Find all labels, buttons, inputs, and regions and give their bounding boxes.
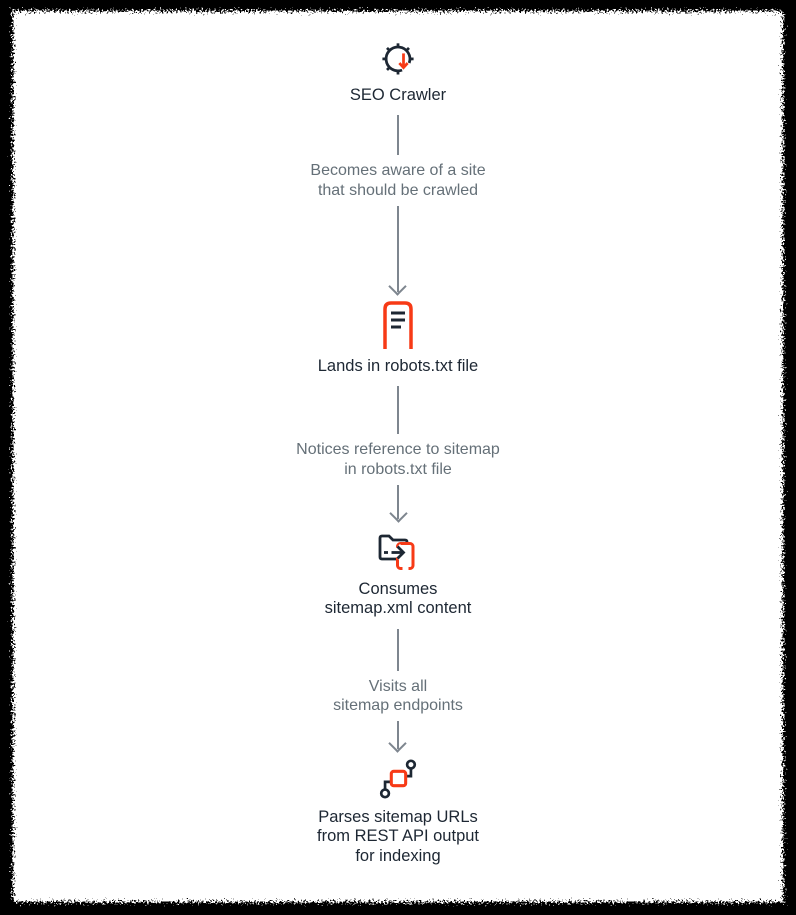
api-nodes-icon (375, 756, 421, 802)
seo-crawler-flow: SEO Crawler Becomes aware of a site that… (0, 36, 796, 866)
connector-label: Notices reference to sitemap in robots.t… (296, 441, 500, 478)
node-seo-crawler: SEO Crawler (350, 36, 446, 105)
arrow-down-icon (388, 503, 408, 523)
node-sitemap-xml: Consumes sitemap.xml content (324, 526, 472, 619)
node-label: Consumes sitemap.xml content (324, 579, 472, 618)
connector-line (396, 205, 399, 292)
arrow-down-icon (388, 734, 408, 753)
node-label: Parses sitemap URLs from REST API output… (316, 808, 480, 865)
connector-1: Becomes aware of a site that should be c… (310, 115, 486, 296)
connector-label: Becomes aware of a site that should be c… (310, 162, 486, 199)
connector-label: Visits all sitemap endpoints (333, 677, 463, 714)
node-robots-txt: Lands in robots.txt file (317, 299, 479, 376)
robots-file-icon (378, 299, 418, 351)
node-label: Lands in robots.txt file (317, 356, 479, 375)
folder-transfer-icon (374, 526, 422, 574)
node-parse-urls: Parses sitemap URLs from REST API output… (317, 756, 479, 866)
connector-line (396, 721, 399, 749)
crawler-icon (376, 36, 420, 80)
connector-line (397, 386, 399, 435)
arrow-down-icon (388, 277, 408, 296)
connector-line (396, 628, 399, 671)
connector-3: Visits all sitemap endpoints (333, 628, 463, 754)
connector-line (396, 115, 399, 156)
node-label: SEO Crawler (349, 86, 447, 104)
connector-2: Notices reference to sitemap in robots.t… (296, 386, 500, 523)
connector-line (397, 484, 399, 519)
